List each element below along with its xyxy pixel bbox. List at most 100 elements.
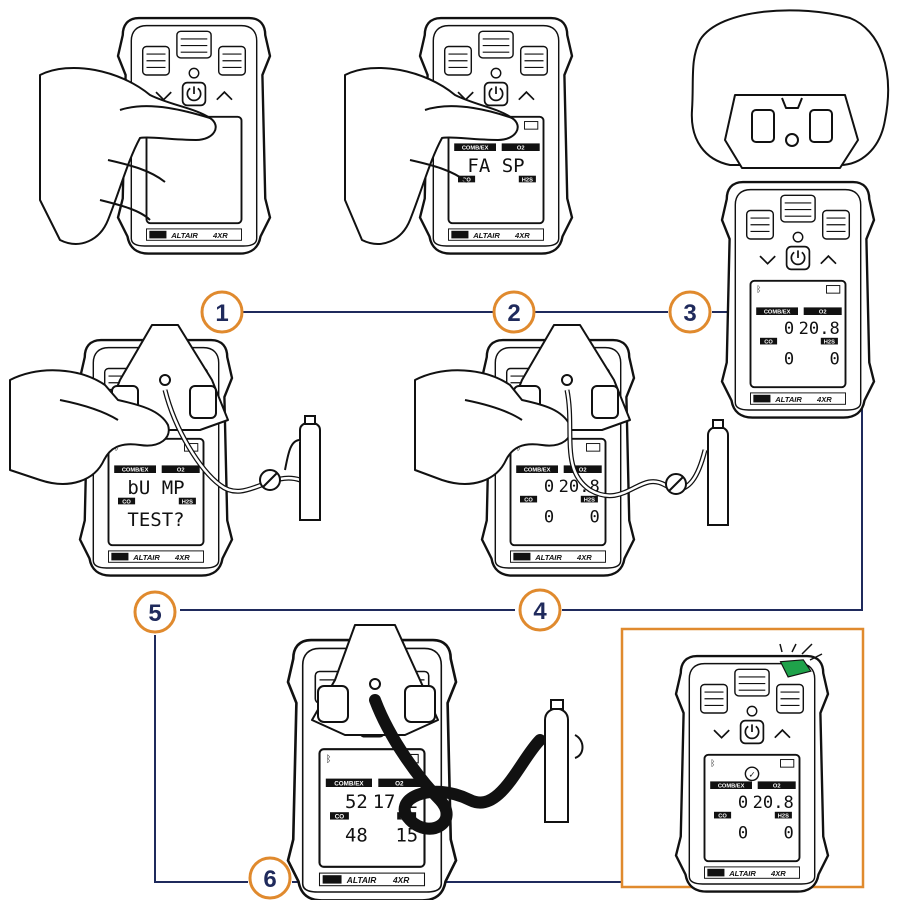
power-icon: [790, 251, 806, 266]
reading-co: 0: [784, 349, 794, 369]
gas-cylinder-step-4: [707, 419, 729, 526]
channel-label-bg: [774, 811, 792, 819]
model-name: 4XR: [576, 553, 592, 562]
channel-label-bg: [378, 778, 421, 787]
device-inner-rim: [688, 662, 816, 885]
device-inner-rim: [130, 24, 258, 247]
led-indicator: [490, 67, 502, 79]
channel-label-o2: O2: [395, 780, 404, 787]
channel-label-bg: [757, 781, 796, 789]
chevron-down-icon: [713, 729, 730, 739]
hand-with-calibration-cap: [690, 9, 889, 169]
chevron-up-icon: [216, 90, 233, 101]
step-marker-4: 4: [518, 588, 562, 632]
reading-combex: 52: [345, 791, 368, 813]
battery-icon: [524, 121, 539, 130]
device-inner-rim: [301, 647, 443, 893]
brand-plate: [448, 228, 544, 241]
step-number-4: 4: [533, 598, 547, 625]
brand-name: ALTAIR: [774, 395, 802, 404]
brand-plate: [704, 866, 800, 879]
channel-label-bg: [710, 781, 752, 789]
tube-step-6: [369, 694, 546, 835]
green-led: [779, 659, 812, 678]
channel-label-h2s: H2S: [182, 499, 193, 505]
sensor-grill-center: [734, 668, 770, 697]
model-name: 4XR: [770, 869, 786, 878]
channel-label-o2: O2: [579, 468, 587, 474]
channel-label-combex: COMB/EX: [334, 780, 364, 787]
channel-label-combex: COMB/EX: [524, 468, 551, 474]
brand-name: ALTAIR: [170, 231, 198, 240]
msa-logo: [513, 552, 531, 561]
channel-label-bg: [454, 143, 496, 151]
step-marker-2: 2: [492, 290, 536, 334]
closed-valve-icon-2: [665, 473, 687, 495]
brand-name: ALTAIR: [346, 875, 376, 885]
led-indicator: [746, 705, 758, 717]
channel-label-co: CO: [764, 340, 773, 346]
bluetooth-icon: ᛒ: [756, 284, 761, 295]
lcd-display: [318, 748, 426, 868]
brand-plate: [146, 228, 242, 241]
power-icon: [186, 87, 202, 102]
power-icon: [744, 725, 760, 740]
channel-label-bg: [501, 143, 540, 151]
brand-plate: [108, 550, 204, 563]
model-name: 4XR: [212, 231, 228, 240]
closed-valve-icon: [259, 469, 281, 491]
cap-step-6: [311, 624, 439, 736]
device-inner-rim: [734, 188, 862, 411]
device-step-1: ALTAIR 4XR: [116, 16, 272, 255]
channel-label-o2: O2: [517, 146, 525, 152]
step-marker-6: 6: [248, 856, 292, 900]
step-marker-5: 5: [133, 590, 177, 634]
reading-h2s: 0: [830, 349, 840, 369]
gas-cylinder-step-5: [284, 415, 321, 521]
msa-logo: [149, 230, 167, 239]
power-icon: [488, 87, 504, 102]
channel-label-bg: [114, 465, 156, 473]
channel-label-co: CO: [462, 177, 471, 183]
channel-label-bg: [714, 811, 732, 819]
sensor-grill-center: [780, 194, 816, 223]
channel-label-bg: [118, 497, 136, 505]
channel-label-bg: [330, 812, 349, 820]
channel-label-bg: [325, 778, 372, 787]
step-number-2: 2: [507, 300, 520, 327]
channel-label-o2: O2: [177, 468, 185, 474]
channel-label-bg: [756, 307, 798, 315]
display-message-line-2: TEST?: [127, 509, 184, 531]
hand-step-2: [344, 66, 519, 245]
device-inner-rim: [432, 24, 560, 247]
battery-icon: [826, 285, 841, 294]
channel-label-bg: [520, 495, 538, 503]
channel-label-h2s: H2S: [584, 498, 595, 504]
sensor-grill-center: [176, 30, 212, 59]
channel-label-bg: [760, 337, 778, 345]
gas-cylinder-step-6: [544, 699, 584, 823]
chevron-down-icon: [759, 255, 776, 265]
step-number-5: 5: [148, 600, 161, 627]
reading-h2s: 0: [784, 823, 794, 843]
channel-label-bg: [518, 175, 536, 183]
channel-label-bg: [563, 465, 602, 473]
led-indicator: [188, 67, 200, 79]
channel-label-combex: COMB/EX: [718, 784, 745, 790]
model-name: 4XR: [174, 553, 190, 562]
reading-combex: 0: [544, 477, 554, 497]
msa-logo: [707, 868, 725, 877]
brand-plate: [750, 392, 846, 405]
model-name: 4XR: [816, 395, 832, 404]
channel-label-h2s: H2S: [824, 340, 835, 346]
brand-name: ALTAIR: [728, 869, 756, 878]
hand-step-5: [9, 369, 170, 485]
channel-label-bg: [178, 497, 196, 505]
chevron-up-icon: [774, 728, 791, 739]
channel-label-h2s: H2S: [778, 814, 789, 820]
channel-label-combex: COMB/EX: [764, 310, 791, 316]
msa-logo: [111, 552, 129, 561]
reading-h2s: 15: [395, 825, 418, 847]
